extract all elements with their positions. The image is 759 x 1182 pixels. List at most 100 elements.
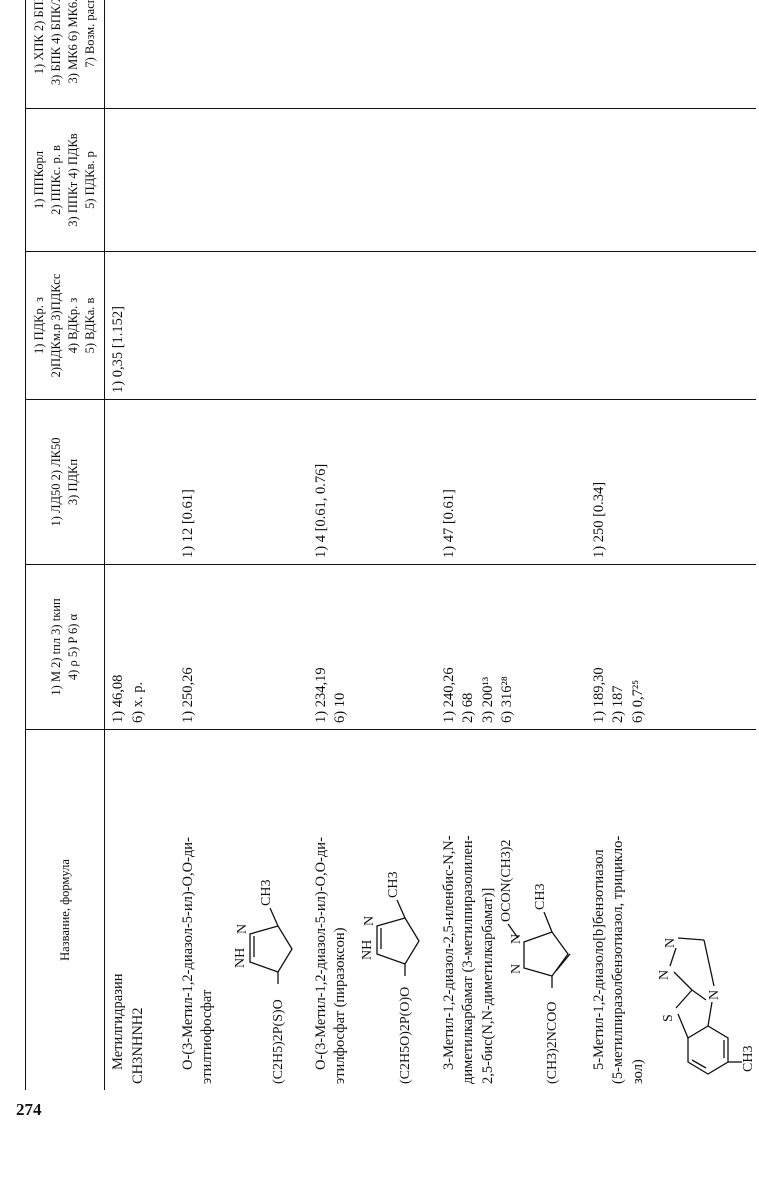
header-pdk-water-line: 2) ППКс. р. в	[49, 145, 64, 215]
cell-tox: 1) 12 [0.61]	[174, 399, 308, 565]
header-name: Название, формула	[25, 729, 105, 1090]
ring-n1: N	[509, 964, 524, 974]
prop-line: 1) 234,19	[312, 667, 329, 723]
name-line: диметилкарбамат (3-метилпиразолилен-	[460, 835, 477, 1084]
table-row: 3-Метил-1,2-диазол-2,5-иленбис-N,N- диме…	[435, 0, 586, 1091]
cell-pdk-air	[435, 251, 586, 400]
ring-nh: NH	[360, 940, 375, 960]
header-pdk-water-line: 5) ПДКв. р	[82, 151, 97, 209]
pyrazole-structure: (C2H5)2P(S)O NH N CH3	[233, 880, 293, 1084]
cell-name: O-(3-Метил-1,2-диазол-5-ил)-O,O-ди- этил…	[308, 730, 436, 1091]
header-class-line: 7) Возм. расп.	[82, 0, 97, 68]
cell-props: 1) 46,08 6) х. р.	[104, 564, 175, 730]
name-line: зол)	[629, 1059, 646, 1084]
header-pdk-air-line: 1) ПДКр. з	[32, 297, 47, 354]
name-line: O-(3-Метил-1,2-диазол-5-ил)-O,O-ди-	[179, 837, 196, 1070]
cell-pdk-water	[174, 108, 308, 252]
header-class-line: 3) БПК 4) БПК/ХПК	[49, 0, 64, 86]
data-table: Название, формула 1) M 2) tпл 3) tкип 4)…	[25, 0, 757, 1091]
cell-pdk-water	[585, 108, 757, 252]
cell-name: O-(3-Метил-1,2-диазол-5-ил)-O,O-ди- этил…	[175, 730, 308, 1091]
header-tox-line: 1) ЛД50 2) ЛК50	[49, 437, 64, 527]
prop-line: 1) 46,08	[110, 674, 126, 723]
name-line: 3-Метил-1,2-диазол-2,5-иленбис-N,N-	[440, 835, 457, 1070]
cell-pdk-air: 1) 0,35 [1.152]	[104, 251, 175, 400]
cell-props: 1) 240,26 2) 68 3) 200¹³ 6) 316²⁸	[435, 564, 586, 730]
cell-tox: 1) 4 [0.61, 0.76]	[307, 399, 436, 565]
name-line: CH3NHNH2	[129, 1007, 146, 1084]
formula-prefix: (C2H5)2P(S)O	[271, 999, 286, 1084]
name-line: 2,5-бис(N,N-диметилкарбамат)]	[479, 887, 496, 1084]
cell-tox: 1) 47 [0.61]	[435, 399, 586, 565]
header-pdk-air-line: 5) ВДКа. в	[82, 297, 97, 354]
header-class-line: 3) МК6 6) МК6. о. е	[66, 0, 80, 84]
cell-props: 1) 234,19 6) 10	[307, 564, 436, 730]
prop-line: 2) 68	[460, 692, 477, 723]
pyrazole-structure: (C2H5O)2P(O)O NH N CH3	[360, 872, 420, 1084]
table-row: Метилгидразин CH3NHNH2 1) 46,08 6) х. р.…	[104, 0, 175, 1091]
name-line: этилфосфат (пиразоксон)	[332, 927, 349, 1084]
prop-line: 1) 189,30	[590, 667, 607, 723]
header-props: 1) M 2) tпл 3) tкип 4) ρ 5) P 6) α	[25, 564, 105, 730]
ring-s: S	[661, 1014, 676, 1022]
prop-line: 6) 10	[332, 692, 349, 723]
benzothiazole-structure: S N N N CH3	[657, 937, 752, 1075]
ring-n2: N	[663, 938, 678, 948]
name-line: O-(3-Метил-1,2-диазол-5-ил)-O,O-ди-	[312, 837, 329, 1070]
header-pdk-water: 1) ППКорл 2) ППКс. р. в 3) ППКт 4) ПДКв …	[25, 108, 105, 252]
cell-pdk-air	[174, 251, 308, 400]
formula-prefix: (C2H5O)2P(O)O	[398, 987, 413, 1084]
header-class-line: 1) ХПК 2) БПК5	[32, 0, 47, 75]
cell-pdk-water	[435, 108, 586, 252]
prop-line: 6) 0,7²⁵	[629, 679, 646, 723]
cell-class	[585, 0, 757, 109]
prop-line: 1) 240,26	[440, 667, 457, 723]
prop-line: 3) 200¹³	[479, 676, 496, 723]
header-pdk-water-line: 3) ППКт 4) ПДКв	[66, 133, 80, 227]
header-pdk-air: 1) ПДКр. з 2)ПДКм.р 3)ПДКсс 4) ВДКр. з 5…	[25, 251, 105, 400]
prop-line: 1) 250,26	[179, 667, 196, 723]
header-pdk-air-line: 2)ПДКм.р 3)ПДКсс	[49, 273, 64, 378]
ring-n1: N	[657, 970, 672, 980]
ring-methyl: CH3	[741, 1046, 752, 1072]
cell-pdk-water	[104, 108, 175, 252]
ring-n2: N	[509, 934, 524, 944]
cell-class	[435, 0, 586, 109]
header-class: 1) ХПК 2) БПК5 3) БПК 4) БПК/ХПК 3) МК6 …	[25, 0, 105, 109]
cell-pdk-air	[307, 251, 436, 400]
ring-nh: NH	[233, 948, 248, 968]
ring-substituent: OCON(CH3)2	[499, 840, 514, 922]
cell-name: Метилгидразин CH3NHNH2	[105, 730, 175, 1091]
page-number: 274	[16, 1100, 42, 1119]
ring-methyl: CH3	[533, 884, 548, 910]
header-tox-line: 3) ПДКп	[66, 458, 80, 506]
cell-pdk-air	[585, 251, 757, 400]
name-line: этилтиофосфат	[199, 989, 216, 1084]
prop-line: 2) 187	[610, 685, 627, 723]
ring-methyl: CH3	[259, 880, 274, 906]
table-wrapper: Название, формула 1) M 2) tпл 3) tкип 4)…	[25, 0, 757, 1090]
ring-n3: N	[707, 990, 722, 1000]
cell-tox: 1) 250 [0.34]	[585, 399, 757, 565]
cell-tox	[104, 399, 175, 565]
cell-class	[104, 0, 175, 109]
ring-n: N	[362, 916, 377, 926]
cell-name: 3-Метил-1,2-диазол-2,5-иленбис-N,N- диме…	[436, 730, 586, 1091]
header-pdk-air-line: 4) ВДКр. з	[66, 297, 80, 354]
name-line: (5-метилпиразолбензотиазол, трицикло-	[610, 835, 627, 1084]
formula-prefix: (CH3)2NCOO	[545, 1002, 560, 1084]
cell-pdk-water	[307, 108, 436, 252]
ring-methyl: CH3	[386, 872, 401, 898]
cell-class	[307, 0, 436, 109]
prop-line: 6) х. р.	[129, 681, 146, 723]
name-line: 5-Метил-1,2-диазоло[b]бензотиазол	[590, 849, 607, 1070]
cell-props: 1) 250,26	[174, 564, 308, 730]
table-row: O-(3-Метил-1,2-диазол-5-ил)-O,O-ди- этил…	[307, 0, 436, 1091]
table-row: 5-Метил-1,2-диазоло[b]бензотиазол (5-мет…	[585, 0, 757, 1090]
header-pdk-water-line: 1) ППКорл	[32, 151, 47, 209]
header-props-line: 1) M 2) tпл 3) tкип	[49, 598, 64, 696]
header-tox: 1) ЛД50 2) ЛК50 3) ПДКп	[25, 399, 105, 565]
cell-props: 1) 189,30 2) 187 6) 0,7²⁵	[585, 564, 757, 730]
table-header-row: Название, формула 1) M 2) tпл 3) tкип 4)…	[25, 0, 105, 1090]
